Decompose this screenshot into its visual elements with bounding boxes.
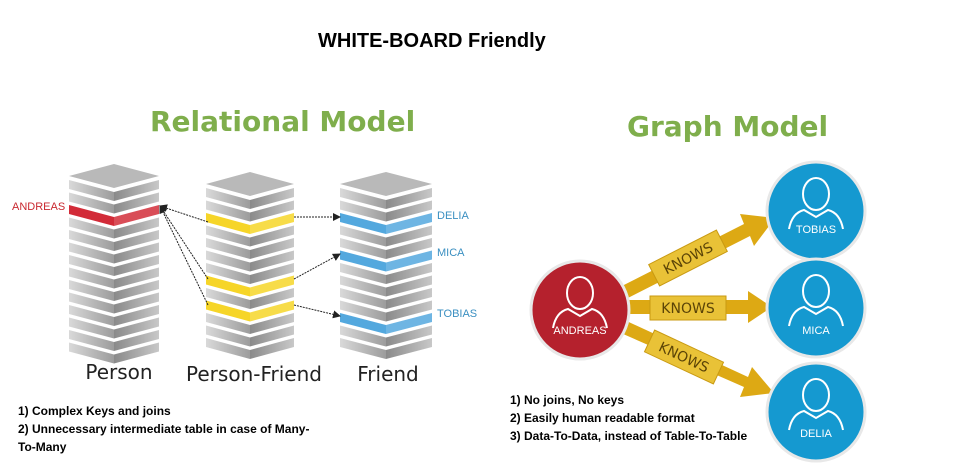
person-row-10: [69, 305, 159, 326]
person-friend-row-11: [206, 325, 294, 347]
mica-person-icon: [788, 274, 844, 327]
graph-model-title: Graph Model: [627, 110, 829, 143]
tobias-row-label: TOBIAS: [437, 308, 477, 320]
page-title: WHITE-BOARD Friendly: [318, 30, 546, 52]
relational-model-title: Relational Model: [150, 105, 416, 138]
graph-edges: KNOWS KNOWS KNOWS: [614, 214, 775, 397]
person-friend-row-2: [206, 213, 294, 234]
person-friend-row-7: [206, 275, 294, 297]
person-row-11: [69, 317, 159, 339]
relational-connections: [159, 204, 341, 319]
friend-row-4: [340, 238, 432, 259]
graph-note-2: 2) Easily human readable format: [510, 411, 695, 425]
relational-note-1: 1) Complex Keys and joins: [18, 404, 171, 418]
friend-row-5: [340, 250, 432, 272]
person-row-3: [69, 217, 159, 239]
connector-andreas-pf2: [159, 205, 209, 280]
edge-andreas-mica: KNOWS: [622, 291, 772, 323]
person-top-cap: [69, 164, 159, 188]
connector-andreas-pf1: [159, 204, 209, 223]
friend-table-stack: [340, 172, 432, 359]
node-tobias-label: TOBIAS: [796, 224, 836, 236]
person-friend-row-5: [206, 250, 294, 272]
node-delia: DELIA: [765, 361, 867, 463]
graph-note-1: 1) No joins, No keys: [510, 393, 625, 407]
delia-row-label: DELIA: [437, 210, 469, 222]
person-friend-row-0: [206, 188, 294, 209]
person-friend-row-12: [206, 338, 294, 359]
person-friend-table-label: Person-Friend: [186, 362, 322, 386]
connector-andreas-pf3: [159, 205, 209, 306]
edge-andreas-delia: KNOWS: [614, 318, 774, 397]
person-friend-row-8: [206, 288, 294, 309]
edge-andreas-tobias: KNOWS: [614, 214, 775, 302]
person-friend-top-cap: [206, 172, 294, 196]
tobias-person-icon: [788, 177, 844, 230]
connector-pf-tobias: [293, 304, 341, 319]
person-row-0: [69, 180, 159, 201]
edge-label-middle: KNOWS: [661, 301, 715, 317]
person-row-8: [69, 280, 159, 301]
person-friend-row-10: [206, 313, 294, 334]
friend-row-1: [340, 200, 432, 222]
person-table-label: Person: [85, 360, 152, 384]
friend-row-9: [340, 300, 432, 322]
person-row-2: [69, 205, 159, 226]
friend-top-cap: [340, 172, 432, 196]
friend-row-3: [340, 225, 432, 247]
person-row-7: [69, 267, 159, 289]
node-mica-label: MICA: [802, 325, 830, 337]
person-row-13: [69, 342, 159, 364]
person-friend-row-3: [206, 225, 294, 247]
connector-pf-mica: [293, 253, 341, 280]
person-friend-row-9: [206, 300, 294, 322]
relational-notes: 1) Complex Keys and joins 2) Unnecessary…: [18, 402, 318, 456]
graph-note-3: 3) Data-To-Data, instead of Table-To-Tab…: [510, 429, 748, 443]
friend-row-0: [340, 188, 432, 209]
friend-row-10: [340, 313, 432, 334]
node-andreas: ANDREAS: [529, 259, 631, 361]
person-table-stack: [69, 164, 159, 364]
friend-row-7: [340, 275, 432, 297]
node-mica: MICA: [765, 257, 867, 359]
person-friend-row-6: [206, 263, 294, 284]
friend-row-2: [340, 213, 432, 234]
andreas-row-label: ANDREAS: [12, 201, 65, 213]
person-row-9: [69, 292, 159, 314]
graph-notes: 1) No joins, No keys 2) Easily human rea…: [510, 391, 750, 445]
andreas-person-icon: [552, 276, 608, 329]
delia-person-icon: [788, 378, 844, 431]
person-friend-row-4: [206, 238, 294, 259]
person-friend-row-1: [206, 200, 294, 222]
person-row-5: [69, 242, 159, 264]
relational-note-2: 2) Unnecessary intermediate table in cas…: [18, 422, 310, 454]
friend-row-6: [340, 263, 432, 284]
mica-row-label: MICA: [437, 247, 465, 259]
friend-table-label: Friend: [357, 362, 419, 386]
person-row-6: [69, 255, 159, 276]
node-delia-label: DELIA: [800, 428, 832, 440]
node-tobias: TOBIAS: [765, 160, 867, 262]
person-row-12: [69, 330, 159, 351]
person-row-1: [69, 192, 159, 214]
friend-row-11: [340, 325, 432, 347]
friend-row-8: [340, 288, 432, 309]
node-andreas-label: ANDREAS: [553, 325, 606, 337]
person-friend-table-stack: [206, 172, 294, 359]
friend-row-12: [340, 338, 432, 359]
person-row-4: [69, 230, 159, 251]
